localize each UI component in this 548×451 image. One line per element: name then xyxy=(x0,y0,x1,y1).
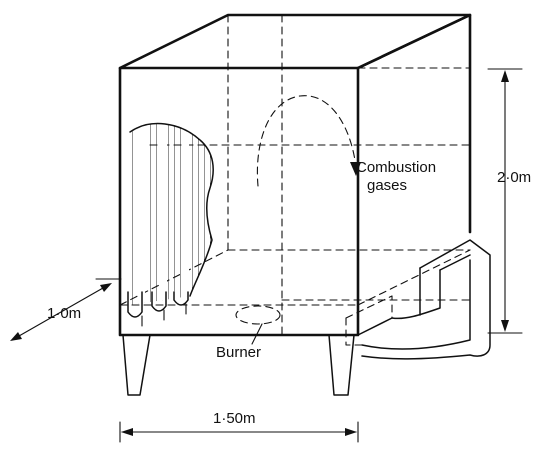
width-label: 1·50m xyxy=(213,410,256,427)
burner xyxy=(235,305,281,345)
combustion-label-line2: gases xyxy=(367,177,407,194)
height-dimension xyxy=(487,68,523,334)
combustion-flow-arrow xyxy=(256,95,361,187)
furnace-legs xyxy=(122,334,355,396)
height-label: 2·0m xyxy=(497,169,531,186)
width-dimension xyxy=(119,421,359,443)
depth-label: 1·0m xyxy=(47,305,81,322)
combustion-label-line1: Combustion xyxy=(356,159,436,176)
burner-label: Burner xyxy=(216,344,261,361)
flue-duct xyxy=(345,239,491,360)
furnace-box xyxy=(118,13,472,337)
hidden-edges xyxy=(119,14,471,336)
depth-dimension xyxy=(10,278,122,341)
cutaway-tubes xyxy=(127,122,214,327)
